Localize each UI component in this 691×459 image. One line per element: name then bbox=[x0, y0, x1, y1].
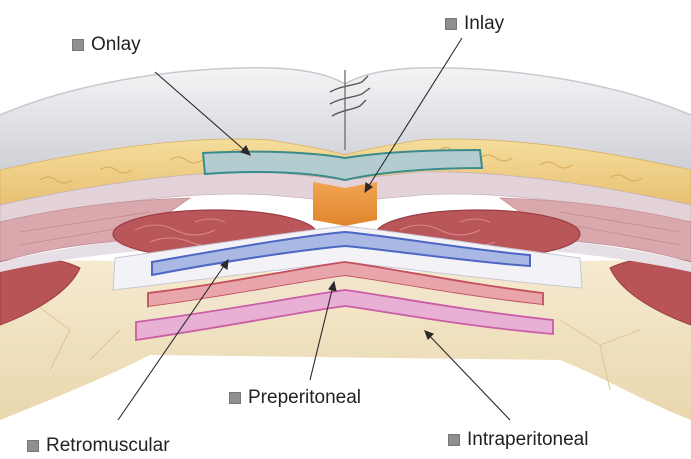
label-marker-icon bbox=[448, 434, 460, 446]
label-marker-icon bbox=[229, 392, 241, 404]
label-inlay: Inlay bbox=[445, 14, 504, 33]
label-retromuscular: Retromuscular bbox=[27, 436, 170, 455]
label-preperitoneal: Preperitoneal bbox=[229, 388, 361, 407]
label-marker-icon bbox=[27, 440, 39, 452]
label-marker-icon bbox=[445, 18, 457, 30]
label-retromuscular-text: Retromuscular bbox=[46, 436, 170, 455]
label-onlay-text: Onlay bbox=[91, 35, 141, 54]
label-onlay: Onlay bbox=[72, 35, 141, 54]
label-intraperitoneal-text: Intraperitoneal bbox=[467, 430, 588, 449]
label-inlay-text: Inlay bbox=[464, 14, 504, 33]
label-preperitoneal-text: Preperitoneal bbox=[248, 388, 361, 407]
label-marker-icon bbox=[72, 39, 84, 51]
label-intraperitoneal: Intraperitoneal bbox=[448, 430, 588, 449]
